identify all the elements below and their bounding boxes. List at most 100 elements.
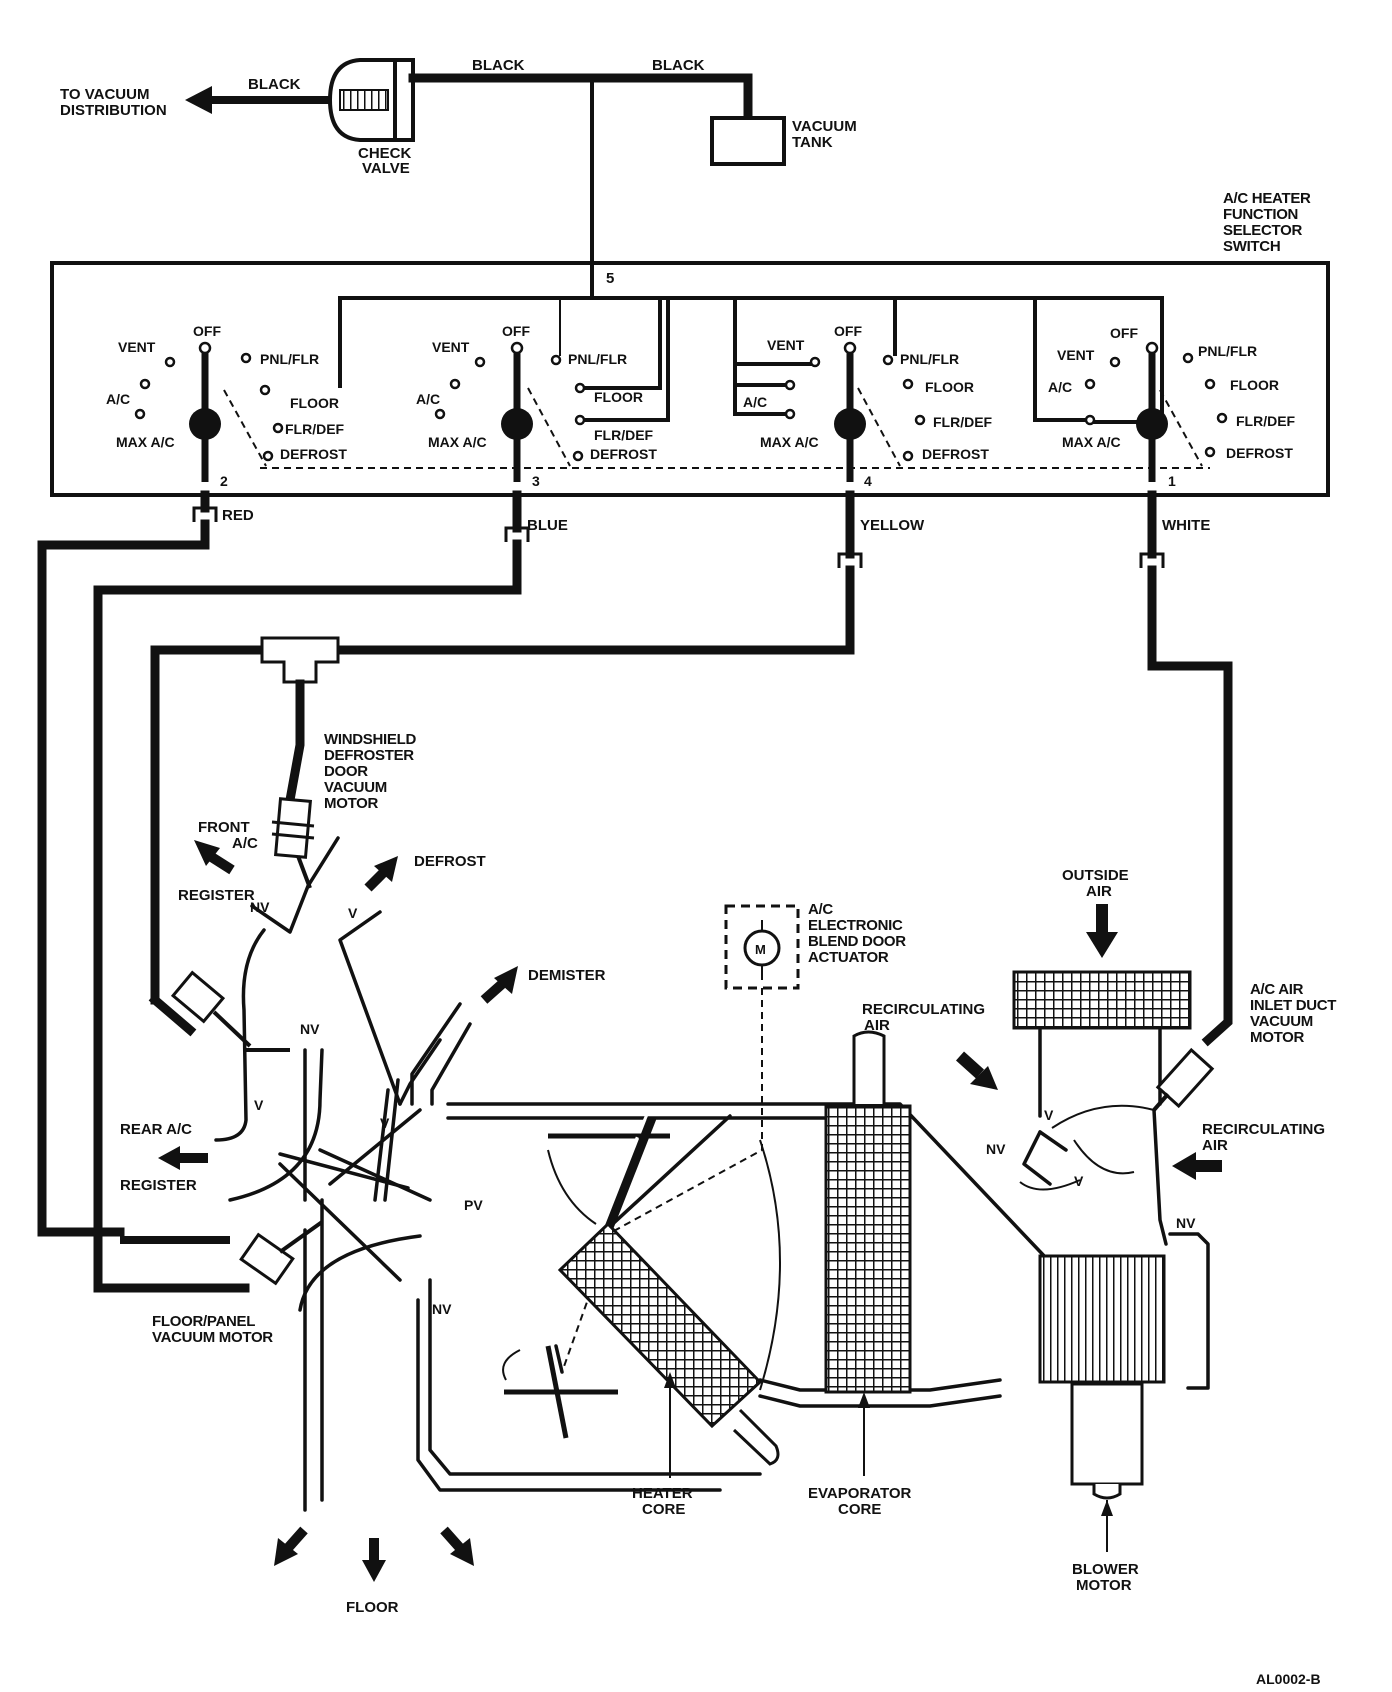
nv-lower: NV <box>432 1301 452 1317</box>
blue-label: BLUE <box>527 517 568 534</box>
floor-panel-motor-label: FLOOR/PANEL <box>152 1313 255 1330</box>
vacuum-tank-label-2: TANK <box>792 134 833 151</box>
sw2-pnlflr: PNL/FLR <box>260 351 319 367</box>
sw1-flrdef: FLR/DEF <box>1236 413 1296 429</box>
sw1-ac: A/C <box>1048 379 1072 395</box>
port-5-label: 5 <box>606 270 614 287</box>
inlet-motor-label-4: MOTOR <box>1250 1029 1305 1046</box>
blend-actuator-label: A/C <box>808 901 833 918</box>
sw4-ac: A/C <box>743 394 767 410</box>
sw4-defrost: DEFROST <box>922 446 989 462</box>
sw1-off: OFF <box>1110 325 1138 341</box>
check-valve-label-2: VALVE <box>362 160 410 177</box>
sw4-pnlflr: PNL/FLR <box>900 351 959 367</box>
front-ac-label: FRONT <box>198 819 250 836</box>
port-2-label: 2 <box>220 473 228 489</box>
figure-code: AL0002-B <box>1256 1671 1321 1687</box>
inlet-duct-vacuum-motor <box>1152 1047 1215 1112</box>
sw2-defrost: DEFROST <box>280 446 347 462</box>
check-valve <box>327 58 415 142</box>
inlet-motor-label: A/C AIR <box>1250 981 1304 998</box>
inlet-duct <box>1038 1028 1210 1390</box>
sw2-vent: VENT <box>118 339 156 355</box>
sw3-floor: FLOOR <box>594 389 643 405</box>
actuator-motor-m: M <box>755 942 766 957</box>
switch-4 <box>834 341 866 482</box>
black-hose-label-left: BLACK <box>248 76 301 93</box>
sw1-pnlflr: PNL/FLR <box>1198 343 1257 359</box>
red-label: RED <box>222 507 254 524</box>
selector-switch-label-2: FUNCTION <box>1223 206 1298 223</box>
floor-label: FLOOR <box>346 1599 399 1616</box>
sw3-maxac: MAX A/C <box>428 434 487 450</box>
sw1-vent: VENT <box>1057 347 1095 363</box>
evaporator-label: EVAPORATOR <box>808 1485 912 1502</box>
inlet-motor-label-3: VACUUM <box>1250 1013 1313 1030</box>
switch-1 <box>1136 341 1168 482</box>
sw4-floor: FLOOR <box>925 379 974 395</box>
sw2-ac: A/C <box>106 391 130 407</box>
windshield-motor-label-5: MOTOR <box>324 795 379 812</box>
v-recirc-low: V <box>1074 1173 1084 1189</box>
v-left-low: V <box>254 1097 264 1113</box>
nv-recirc: NV <box>986 1141 1006 1157</box>
demister-arrow <box>480 966 518 1004</box>
blue-hose-run <box>93 539 522 1293</box>
sw2-off: OFF <box>193 323 221 339</box>
to-vacuum-label-2: DISTRIBUTION <box>60 102 167 119</box>
windshield-motor-label-4: VACUUM <box>324 779 387 796</box>
sw2-maxac: MAX A/C <box>116 434 175 450</box>
blend-actuator-label-4: ACTUATOR <box>808 949 889 966</box>
blend-doors <box>502 1111 781 1439</box>
to-vacuum-arrow <box>185 86 345 114</box>
sw3-flrdef: FLR/DEF <box>594 427 654 443</box>
yellow-tee-fitting <box>148 636 340 1037</box>
pv-label: PV <box>464 1197 483 1213</box>
evaporator-label-2: CORE <box>838 1501 881 1518</box>
distribution-ducts <box>214 836 1050 1512</box>
sw1-floor: FLOOR <box>1230 377 1279 393</box>
rear-ac-label: REAR A/C <box>120 1121 192 1138</box>
heater-core-label: HEATER <box>632 1485 693 1502</box>
white-hose-run <box>1147 565 1233 1047</box>
yellow-label: YELLOW <box>860 517 925 534</box>
nv-blower: NV <box>1176 1215 1196 1231</box>
recirc-air-top-label-2: AIR <box>864 1017 890 1034</box>
recirc-air-right-label: RECIRCULATING <box>1202 1121 1325 1138</box>
sw1-defrost: DEFROST <box>1226 445 1293 461</box>
port-1-label: 1 <box>1168 473 1176 489</box>
outside-air-label: OUTSIDE <box>1062 867 1129 884</box>
port-4-label: 4 <box>864 473 872 489</box>
sw3-off: OFF <box>502 323 530 339</box>
sw2-floor: FLOOR <box>290 395 339 411</box>
recirc-air-arrow-right <box>1172 1152 1222 1180</box>
switch-3 <box>501 341 533 482</box>
windshield-motor-label-3: DOOR <box>324 763 368 780</box>
register-arrow <box>158 1146 208 1170</box>
v-center: V <box>380 1115 390 1131</box>
sw4-vent: VENT <box>767 337 805 353</box>
sw1-maxac: MAX A/C <box>1062 434 1121 450</box>
sw4-maxac: MAX A/C <box>760 434 819 450</box>
blend-actuator-label-2: ELECTRONIC <box>808 917 903 934</box>
switch-2 <box>189 341 221 482</box>
recirc-air-top-label: RECIRCULATING <box>862 1001 985 1018</box>
outside-air-filter <box>1012 970 1192 1030</box>
selector-switch-box <box>50 261 1330 497</box>
recirc-inlet-tube <box>852 1030 886 1104</box>
evaporator-core <box>824 1104 912 1394</box>
sw2-flrdef: FLR/DEF <box>285 421 345 437</box>
port-3-label: 3 <box>532 473 540 489</box>
register-top-label: REGISTER <box>178 887 255 904</box>
recirc-air-right-label-2: AIR <box>1202 1137 1228 1154</box>
vacuum-tank-label: VACUUM <box>792 118 857 135</box>
selector-switch-label-3: SELECTOR <box>1223 222 1302 239</box>
register-low-label: REGISTER <box>120 1177 197 1194</box>
sw3-ac: A/C <box>416 391 440 407</box>
sw3-vent: VENT <box>432 339 470 355</box>
sw3-pnlflr: PNL/FLR <box>568 351 627 367</box>
black-hose-label-mid: BLACK <box>472 57 525 74</box>
floor-panel-motor-label-2: VACUUM MOTOR <box>152 1329 273 1346</box>
blower-motor <box>1070 1382 1144 1500</box>
